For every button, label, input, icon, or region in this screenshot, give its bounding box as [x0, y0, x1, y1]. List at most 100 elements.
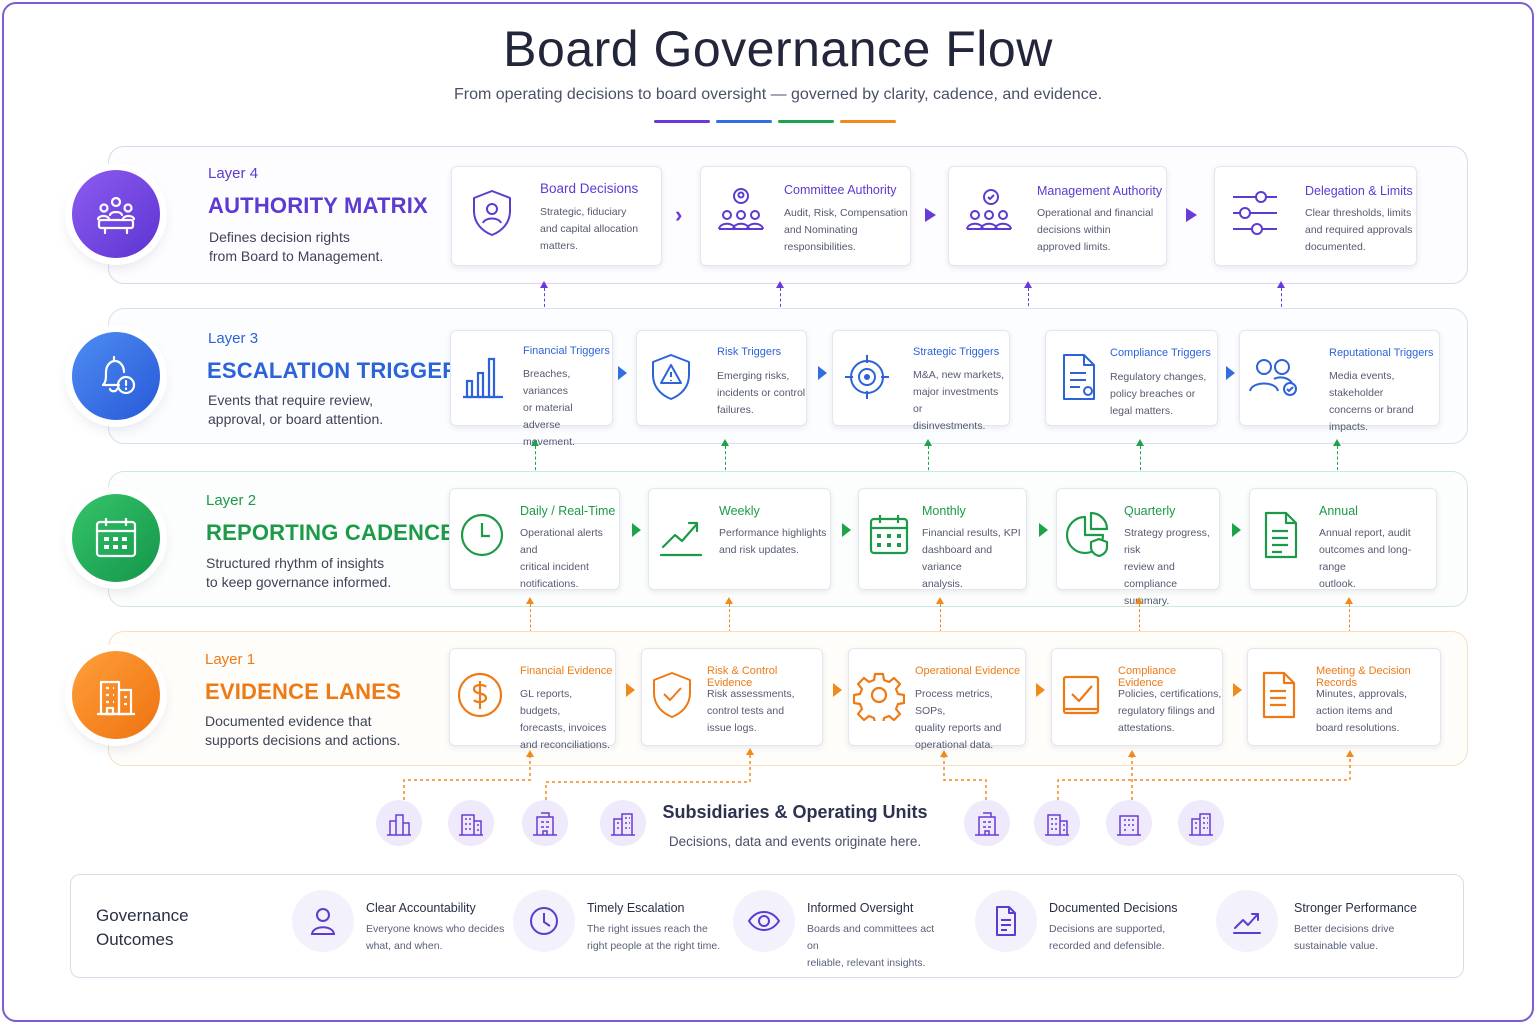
- connector-arrowhead: [1024, 281, 1032, 288]
- connector-line: [1337, 446, 1338, 486]
- sliders-icon: [1233, 191, 1277, 235]
- clock-icon: [460, 513, 504, 557]
- connector-arrowhead: [526, 750, 534, 757]
- card-risk-triggers[interactable]: Risk Triggers Emerging risks,incidents o…: [636, 330, 807, 426]
- connector-arrowhead: [721, 439, 729, 446]
- connector-line: [530, 604, 531, 648]
- committee-icon: [718, 188, 764, 230]
- gear-icon: [853, 672, 905, 721]
- layer-4-name: AUTHORITY MATRIX: [208, 193, 428, 218]
- subsidiaries-title: Subsidiaries & Operating Units: [662, 802, 928, 822]
- outcome-icon-wrap: [975, 890, 1037, 952]
- flow-arrow-icon: [1232, 523, 1241, 537]
- card-meeting-decision-records[interactable]: Meeting & Decision Records Minutes, appr…: [1247, 648, 1441, 746]
- flow-arrow-icon: [1226, 366, 1235, 380]
- connector-arrowhead: [936, 597, 944, 604]
- outcome-icon-wrap: [292, 890, 354, 952]
- bell-alert-icon: [101, 355, 136, 395]
- layer-3-badge: [72, 332, 160, 420]
- flow-arrow-icon: [1233, 683, 1242, 697]
- flow-arrow-icon: [626, 683, 635, 697]
- connector-arrowhead: [1277, 281, 1285, 288]
- outcome-title: Timely Escalation: [587, 901, 685, 915]
- layer-3-desc: Events that require review,approval, or …: [208, 392, 384, 427]
- outcome-icon-wrap: [513, 890, 575, 952]
- connector-line: [535, 446, 536, 486]
- connector-arrowhead: [1346, 750, 1354, 757]
- flow-arrow-icon: [1036, 683, 1045, 697]
- connector-line: [1140, 446, 1141, 486]
- pie-shield-icon: [1065, 511, 1109, 558]
- outcome-icon-wrap: [1216, 890, 1278, 952]
- connector-arrowhead: [776, 281, 784, 288]
- connector-line: [1139, 604, 1140, 648]
- minutes-icon: [1262, 671, 1296, 719]
- connector-arrowhead: [1136, 439, 1144, 446]
- outcome-title: Documented Decisions: [1049, 901, 1178, 915]
- connector-line: [1349, 604, 1350, 648]
- connector-line: [928, 446, 929, 486]
- flow-arrow-icon: [632, 523, 641, 537]
- outcome-desc: Decisions are supported,recorded and def…: [1049, 923, 1166, 952]
- connector-arrowhead: [1128, 750, 1136, 757]
- calendar-icon: [95, 518, 137, 558]
- target-icon: [845, 355, 889, 399]
- person-icon: [310, 908, 336, 935]
- trend-icon: [659, 521, 703, 557]
- connector-arrowhead: [1135, 597, 1143, 604]
- connector-arrowhead: [725, 597, 733, 604]
- checkbox-icon: [1062, 675, 1100, 715]
- card-strategic-triggers[interactable]: Strategic Triggers M&A, new markets,majo…: [832, 330, 1010, 432]
- card-management-authority[interactable]: Management Authority Operational and fin…: [948, 166, 1167, 266]
- eye-icon: [747, 911, 781, 931]
- dollar-icon: [457, 672, 503, 718]
- boardroom-icon: [96, 196, 136, 235]
- flow-arrow-icon: [833, 683, 842, 697]
- layer-2-badge: [72, 494, 160, 582]
- card-committee-authority[interactable]: Committee Authority Audit, Risk, Compens…: [700, 166, 911, 266]
- card-compliance-triggers[interactable]: Compliance Triggers Regulatory changes,p…: [1045, 330, 1218, 426]
- connector-arrowhead: [526, 597, 534, 604]
- card-reputational-triggers[interactable]: Reputational Triggers Media events, stak…: [1239, 330, 1440, 433]
- layer-3-tag: Layer 3: [208, 330, 259, 347]
- subsidiary-building-icon: [1106, 800, 1152, 846]
- subsidiary-building-icon: [522, 800, 568, 846]
- subsidiary-building-icon: [1034, 800, 1080, 846]
- subsidiaries-desc: Decisions, data and events originate her…: [668, 834, 922, 849]
- connector-line: [725, 446, 726, 486]
- flow-arrow-icon: [818, 366, 827, 380]
- outcome-icon-wrap: [733, 890, 795, 952]
- document-icon: [996, 906, 1016, 936]
- card-risk-control-evidence[interactable]: Risk & Control Evidence Risk assessments…: [641, 648, 823, 746]
- card-compliance-evidence[interactable]: Compliance Evidence Policies, certificat…: [1051, 648, 1223, 746]
- card-daily-real-time[interactable]: Daily / Real-Time Operational alerts and…: [449, 488, 620, 590]
- connector-line: [940, 604, 941, 648]
- people-check-icon: [1249, 359, 1297, 396]
- bar-chart-icon: [463, 357, 503, 399]
- layer-2-name: REPORTING CADENCE: [206, 520, 456, 545]
- layer-2-tag: Layer 2: [206, 492, 257, 509]
- connector-line: [729, 604, 730, 648]
- subsidiary-building-icon: [448, 800, 494, 846]
- outcome-title: Stronger Performance: [1294, 901, 1417, 915]
- outcome-title: Clear Accountability: [366, 901, 476, 915]
- card-delegation-limits[interactable]: Delegation & Limits Clear thresholds, li…: [1214, 166, 1417, 266]
- card-financial-evidence[interactable]: Financial Evidence GL reports, budgets,f…: [449, 648, 616, 751]
- building-icon: [97, 680, 135, 716]
- shield-warning-icon: [652, 354, 690, 400]
- card-operational-evidence[interactable]: Operational Evidence Process metrics, SO…: [848, 648, 1026, 751]
- accent-bar-purple: [654, 120, 710, 123]
- connector-arrowhead: [746, 748, 754, 755]
- connector-arrowhead: [924, 439, 932, 446]
- accent-bar-orange: [840, 120, 896, 123]
